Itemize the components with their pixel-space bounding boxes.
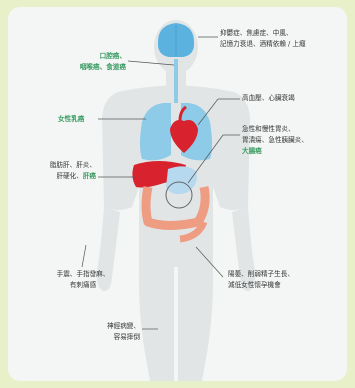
label-feet-line2: 容易摔倒: [62, 332, 140, 343]
label-hands-line2: 有刺痛感: [38, 280, 128, 291]
oesophagus-shape: [174, 59, 178, 103]
label-hands-line1: 手震、手指發麻、: [38, 269, 128, 280]
label-reproductive-line1: 陽萎、削弱精子生長、: [228, 269, 294, 280]
label-stomach-line2: 胃潰瘍、急性胰臟炎、: [242, 135, 308, 146]
label-liver-line2a: 肝硬化、: [56, 172, 82, 180]
label-stomach-line1: 急性和慢性胃炎、: [242, 124, 308, 135]
label-hand-conditions: 手震、手指發麻、 有刺痛感: [38, 269, 128, 291]
label-brain-line1: 抑鬱症、焦慮症、中風、: [220, 28, 306, 39]
label-heart-conditions: 高血壓、心臟衰竭: [242, 93, 295, 104]
label-brain-conditions: 抑鬱症、焦慮症、中風、 記憶力衰退、酒精依賴 / 上癮: [220, 28, 306, 50]
label-reproductive-conditions: 陽萎、削弱精子生長、 減低女性懷孕機會: [228, 269, 294, 291]
label-breast-line1: 女性乳癌: [58, 114, 84, 125]
label-brain-line2: 記憶力衰退、酒精依賴 / 上癮: [220, 39, 306, 50]
label-stomach-conditions: 急性和慢性胃炎、 胃潰瘍、急性胰臟炎、 大腸癌: [242, 124, 308, 157]
body-illustration: [8, 7, 347, 381]
label-reproductive-line2: 減低女性懷孕機會: [228, 280, 294, 291]
label-liver-conditions: 脂肪肝、肝炎、 肝硬化、肝癌: [28, 160, 96, 182]
label-mouth-line2: 咽喉癌、食道癌: [66, 62, 126, 73]
label-heart-line1: 高血壓、心臟衰竭: [242, 93, 295, 104]
label-feet-line1: 神經病變、: [62, 321, 140, 332]
label-mouth-line1: 口腔癌、: [66, 51, 126, 62]
label-liver-line2b: 肝癌: [83, 172, 96, 180]
label-liver-line1: 脂肪肝、肝炎、: [28, 160, 96, 171]
diagram-panel: 抑鬱症、焦慮症、中風、 記憶力衰退、酒精依賴 / 上癮 口腔癌、 咽喉癌、食道癌…: [8, 7, 347, 381]
label-feet-conditions: 神經病變、 容易摔倒: [62, 321, 140, 343]
label-mouth-cancers: 口腔癌、 咽喉癌、食道癌: [66, 51, 126, 73]
label-breast-cancer: 女性乳癌: [58, 114, 84, 125]
label-stomach-line3: 大腸癌: [242, 146, 308, 157]
